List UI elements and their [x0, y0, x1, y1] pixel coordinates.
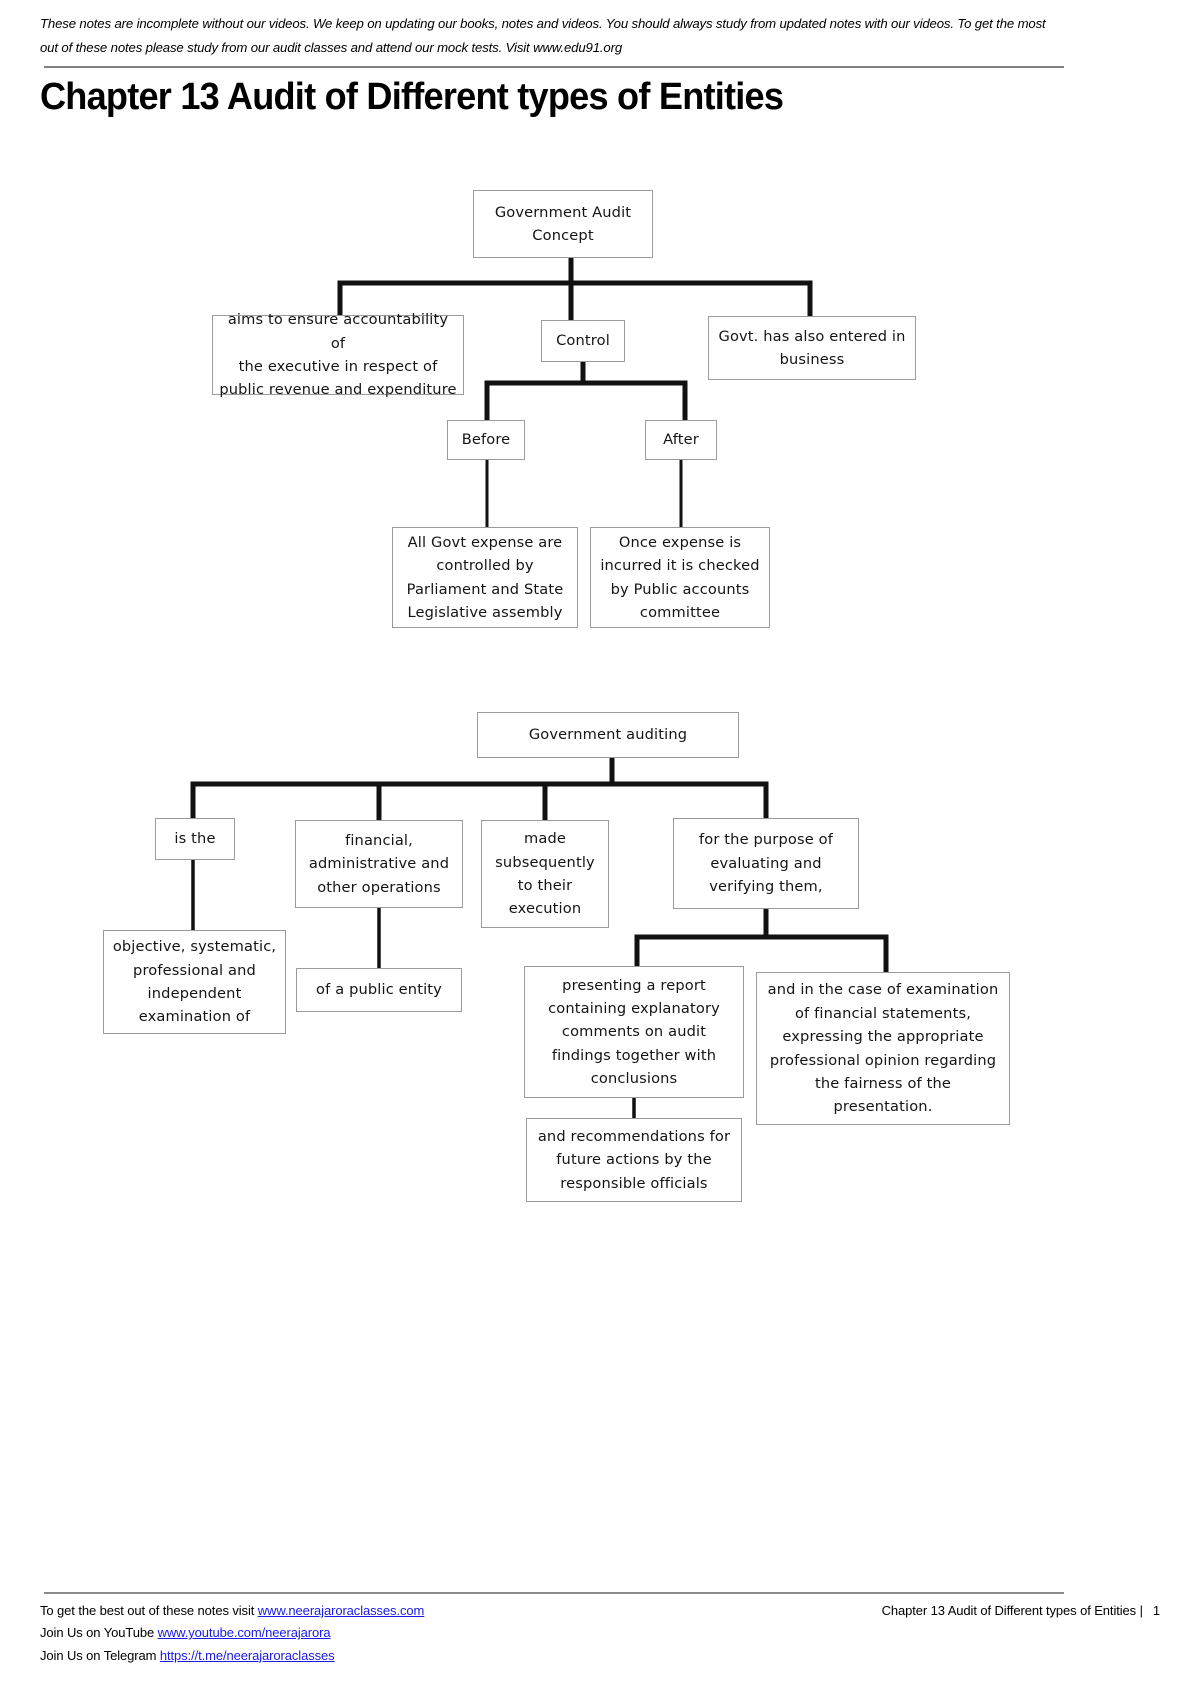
node-aims-accountability: aims to ensure accountability of the exe…: [212, 311, 464, 398]
node-recommendations-future-actions: and recommendations for future actions b…: [526, 1118, 742, 1202]
footer-links: To get the best out of these notes visit…: [40, 1600, 424, 1667]
node-made-subsequently: made subsequently to their execution: [481, 820, 609, 928]
footer-chapter-info: Chapter 13 Audit of Different types of E…: [881, 1600, 1161, 1622]
node-govt-entered-business: Govt. has also entered in business: [708, 316, 916, 380]
node-objective-systematic: objective, systematic, professional and …: [103, 930, 286, 1034]
link-youtube[interactable]: www.youtube.com/neerajarora: [157, 1625, 331, 1641]
node-presenting-a-report: presenting a report containing explanato…: [524, 966, 744, 1098]
node-all-govt-expense-controlled: All Govt expense are controlled by Parli…: [392, 527, 578, 628]
node-control: Control: [541, 320, 625, 362]
node-after: After: [645, 420, 717, 460]
header-note: These notes are incomplete without our v…: [40, 16, 1046, 56]
page-number: 1: [1152, 1603, 1160, 1618]
node-purpose-evaluating-verifying: for the purpose of evaluating and verify…: [673, 818, 859, 909]
node-is-the: is the: [155, 818, 235, 860]
footer-line-website: To get the best out of these notes visit…: [40, 1603, 425, 1618]
footer-chapter-title: Chapter 13 Audit of Different types of E…: [881, 1603, 1143, 1618]
link-neerajaroraclasses[interactable]: www.neerajaroraclasses.com: [257, 1603, 425, 1618]
footer-divider: [44, 1592, 1064, 1594]
page-title: Chapter 13 Audit of Different types of E…: [40, 76, 784, 118]
node-of-a-public-entity: of a public entity: [296, 968, 462, 1012]
node-financial-statements-opinion: and in the case of examination of financ…: [756, 972, 1010, 1125]
footer-line-telegram: Join Us on Telegram https://t.me/neeraja…: [40, 1647, 335, 1663]
node-government-audit-concept: Government Audit Concept: [473, 190, 653, 258]
node-before: Before: [447, 420, 525, 460]
link-telegram[interactable]: https://t.me/neerajaroraclasses: [159, 1647, 335, 1663]
header-divider: [44, 66, 1064, 68]
node-once-expense-incurred: Once expense is incurred it is checked b…: [590, 527, 770, 628]
node-government-auditing: Government auditing: [477, 712, 739, 758]
node-financial-administrative: financial, administrative and other oper…: [295, 820, 463, 908]
footer-line-youtube: Join Us on YouTube www.youtube.com/neera…: [40, 1625, 331, 1641]
